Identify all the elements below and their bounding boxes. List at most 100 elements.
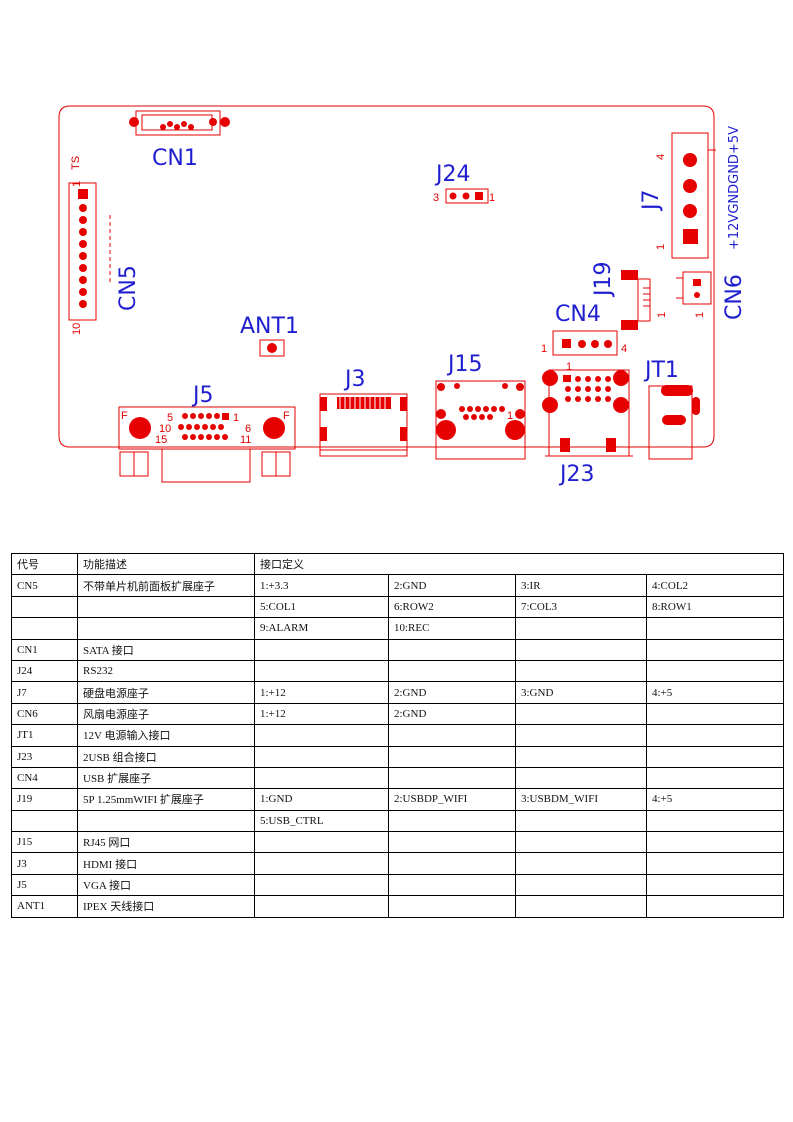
cell: VGA 接口 [77,873,255,897]
cell [646,766,784,790]
j5-connector [118,406,296,483]
cell [11,809,78,833]
cn5-label: CN5 [116,265,141,311]
cell [515,617,647,640]
cell [646,617,784,640]
cn4-connector [552,330,618,356]
cell: 3:IR [515,574,647,597]
cell: 3:GND [515,681,647,704]
cell [254,659,389,683]
cell [646,702,784,726]
j24-pin-left: 3 [433,192,439,204]
cell: J23 [11,745,78,768]
cell: 4:+5 [646,788,784,811]
j19-label: J19 [591,262,616,298]
j24-label: J24 [434,162,470,187]
j5-row3-left: 15 [155,434,167,446]
cell: USB 扩展座子 [77,766,255,790]
j19-pin: 1 [656,312,668,318]
cell: 1:+12 [254,702,389,726]
cell [515,766,647,790]
cell: HDMI 接口 [77,852,255,875]
cn6-pin: 1 [694,312,706,318]
cell: 风扇电源座子 [77,702,255,726]
j5-row2-left: 10 [159,423,171,435]
ant1-connector [259,339,285,357]
header-function: 功能描述 [77,552,255,576]
cell [515,638,647,661]
cell: 6:ROW2 [388,595,516,619]
cell: 3:USBDM_WIFI [515,788,647,811]
cell: 2:GND [388,681,516,704]
header-interface: 接口定义 [254,552,784,576]
cell [254,895,389,918]
ant1-label: ANT1 [240,314,299,339]
cell [254,745,389,768]
cell [388,724,516,747]
cell: 2USB 组合接口 [77,745,255,768]
j15-connector [435,380,526,460]
j5-f-right: F [283,410,290,422]
cell: 1:GND [254,788,389,811]
j15-label: J15 [446,352,482,377]
cell [77,595,255,619]
cell: CN1 [11,638,78,661]
cell: 5:USB_CTRL [254,809,389,833]
cell [388,659,516,683]
j23-pin: 1 [566,361,572,373]
cell: 4:COL2 [646,574,784,597]
cell: 5P 1.25mmWIFI 扩展座子 [77,788,255,811]
cell [646,831,784,854]
table-row: 5:USB_CTRL [11,809,784,833]
cell [515,873,647,897]
cell: J24 [11,659,78,683]
cn5-pin-last: 10 [71,323,83,335]
cell [515,852,647,875]
j7-pin-bottom: 1 [655,244,667,250]
cell: J15 [11,831,78,854]
cn5-pin-first: 1 [71,181,83,187]
cell [388,638,516,661]
cn5-ts-label: TS [70,156,82,170]
cell: 9:ALARM [254,617,389,640]
cell: 不带单片机前面板扩展座子 [77,574,255,597]
j15-pin: 1 [507,410,513,422]
cell: 1:+12 [254,681,389,704]
cell: 4:+5 [646,681,784,704]
cell [646,852,784,875]
jt1-label: JT1 [643,358,679,383]
cell [388,852,516,875]
cell [646,809,784,833]
jt1-connector [648,385,700,460]
j3-label: J3 [343,367,366,392]
cell [515,724,647,747]
cell [254,873,389,897]
j19-connector [621,270,651,330]
j7-side-label: +12VGNDGND+5V [727,126,742,250]
cell: 10:REC [388,617,516,640]
cn4-pin-right: 4 [621,343,627,355]
cn5-connector [68,182,111,321]
cell [254,724,389,747]
cn1-connector [129,110,230,136]
j7-label: J7 [639,190,664,213]
j5-row2-right: 6 [245,423,251,435]
table-header-row: 代号 功能描述 接口定义 [11,552,784,576]
cell [646,745,784,768]
cell: J3 [11,852,78,875]
j5-row1-right: 1 [233,412,239,424]
cell [11,595,78,619]
cell [254,831,389,854]
cell: 2:GND [388,702,516,726]
board-outline [58,105,715,448]
